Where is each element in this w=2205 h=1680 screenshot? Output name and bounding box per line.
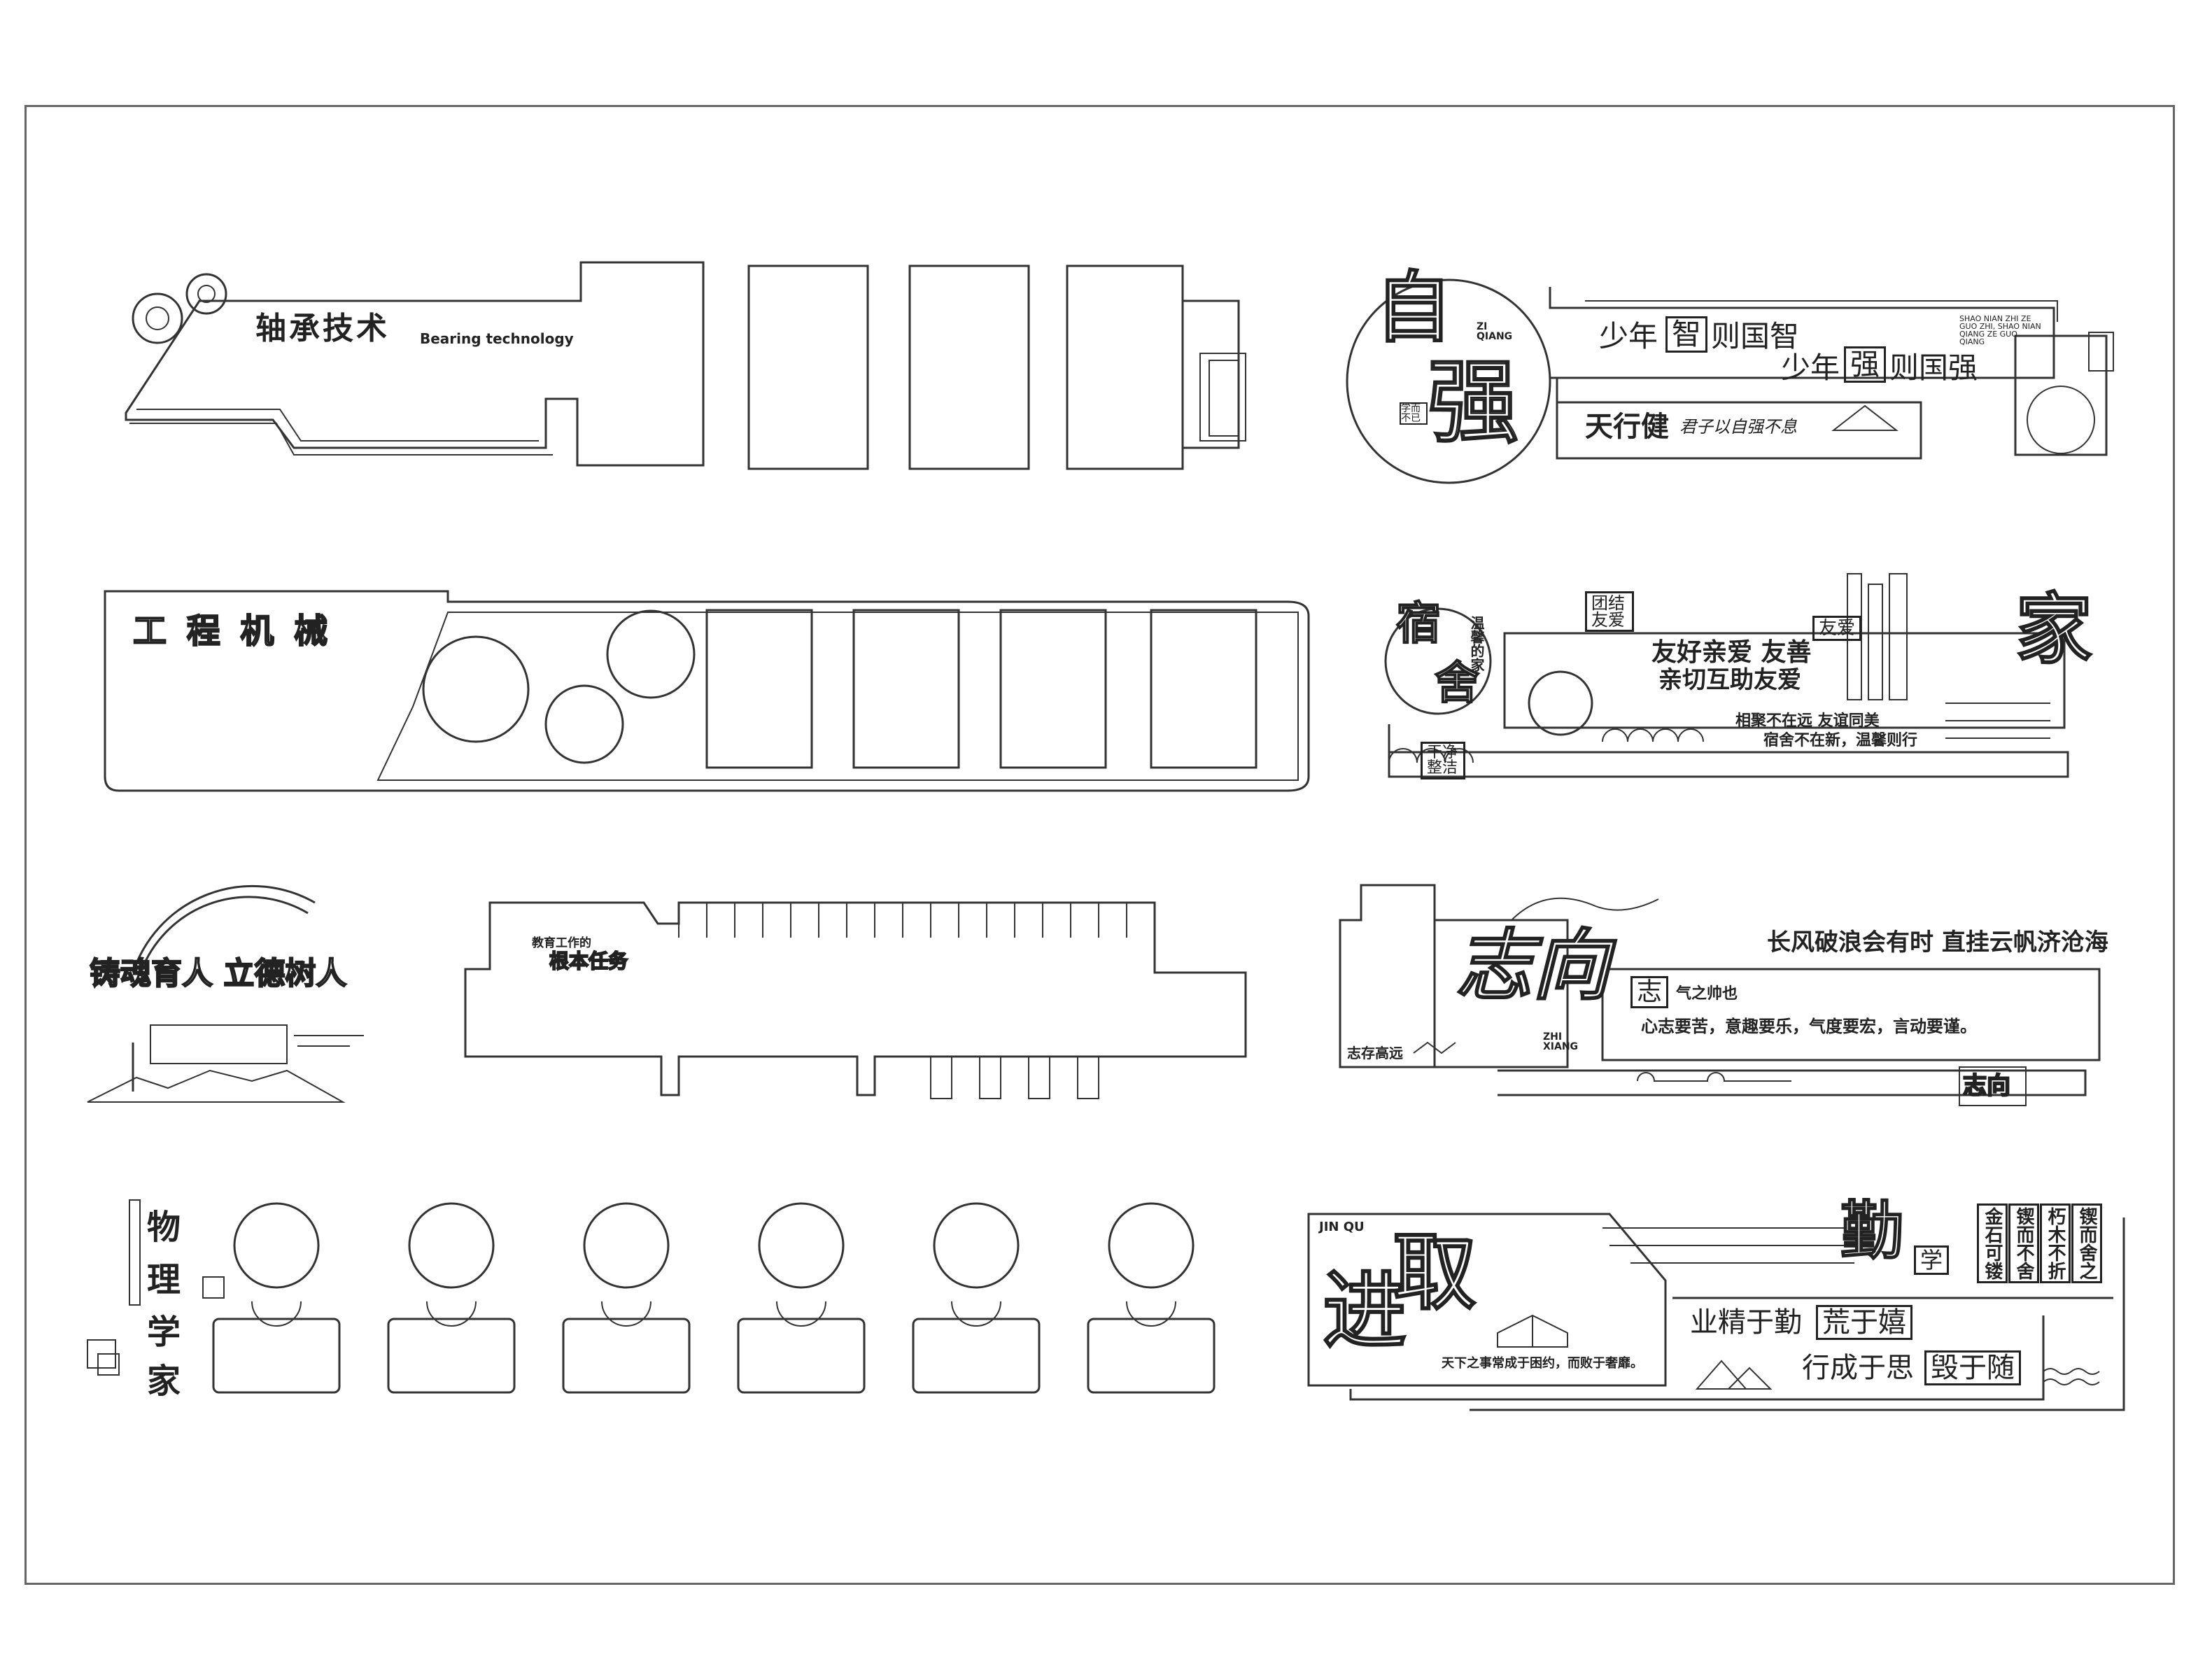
jinqu-idiom-4: 锲而舍之 [2071, 1203, 2102, 1283]
mission-line-1: 教育工作的 [532, 936, 591, 950]
jinqu-xue: 学 [1914, 1245, 1950, 1275]
jinqu-idiom-1: 金石可镂 [1977, 1203, 2008, 1283]
jinqu-idiom-3: 朽木不折 [2040, 1203, 2071, 1283]
zhixiang-boxed-char: 志 [1630, 976, 1669, 1008]
dorm-clean: 干净整洁 [1421, 742, 1465, 779]
mission-line-2: 根本任务 [549, 950, 628, 973]
dorm-tag-1: 团结友爱 [1585, 591, 1634, 632]
jinqu-row-2a: 行成于思 [1802, 1352, 1914, 1384]
ziqiang-pinyin: ZI QIANG [1477, 321, 1513, 342]
ziqiang-banner-2c: 则国强 [1889, 351, 1978, 385]
zhixiang-panel-outline [1339, 884, 2101, 1106]
zhixiang-line-2: 心志要苦，意趣要乐，气度要宏，言动要谨。 [1641, 1017, 1977, 1036]
moral-panel-outline [87, 884, 364, 1103]
drawing-frame [24, 105, 2175, 1585]
dorm-panel-outline [1384, 573, 2069, 778]
jinqu-pinyin: JIN QU [1319, 1220, 1365, 1234]
bearing-title: 轴承技术 [255, 311, 390, 346]
dorm-line-2: 亲切互助友爱 [1658, 666, 1801, 694]
engineering-panel-outline [104, 590, 1310, 792]
dorm-line-1: 友好亲爱 友善 [1651, 638, 1812, 667]
jinqu-quote: 天下之事常成于困约，而败于奢靡。 [1442, 1356, 1643, 1371]
jinqu-panel-outline [1307, 1213, 2125, 1411]
ziqiang-banner-1c: 则国智 [1711, 319, 1800, 353]
jinqu-row-1a: 业精于勤 [1690, 1306, 1802, 1339]
ziqiang-banner-1b: 智 [1665, 316, 1708, 353]
zhixiang-headline: 长风破浪会有时 直挂云帆济沧海 [1767, 929, 2108, 957]
ziqiang-banner-2a: 少年 [1781, 351, 1840, 385]
ziqiang-small-pinyin: SHAO NIAN ZHI ZE GUO ZHI, SHAO NIAN QIAN… [1959, 314, 2041, 346]
bearing-subtitle: Bearing technology [420, 330, 574, 347]
dorm-home-char: 家 [2015, 585, 2093, 675]
ziqiang-banner-2b: 强 [1844, 346, 1887, 383]
ziqiang-seal: 学而不已 [1400, 402, 1428, 425]
dorm-side-label: 温馨的家 [1468, 616, 1485, 672]
ziqiang-char-1: 自 [1374, 263, 1453, 353]
dorm-tag-2: 友爱 [1812, 616, 1861, 641]
mission-panel-outline [464, 901, 1247, 1099]
dorm-line-4: 宿舍不在新，温馨则行 [1763, 732, 1918, 749]
jinqu-idiom-2: 锲而不舍 [2008, 1203, 2039, 1283]
zhixiang-bottom-label: 志存高远 [1347, 1045, 1403, 1061]
jinqu-char-2: 取 [1392, 1224, 1477, 1322]
ziqiang-char-2: 强 [1427, 349, 1519, 456]
moral-title: 铸魂育人 立德树人 [89, 956, 347, 991]
ziqiang-motto: 天行健 [1585, 411, 1669, 443]
physicists-title-char: 物 [147, 1208, 181, 1247]
engineering-title: 工 程 机 械 [132, 612, 332, 651]
zhixiang-pinyin: ZHI XIANG [1543, 1031, 1579, 1052]
physicists-title-char: 家 [147, 1362, 181, 1401]
ziqiang-banner-1a: 少年 [1599, 319, 1658, 353]
zhixiang-big-chars: 志向 [1455, 921, 1610, 1010]
dorm-char-2: 舍 [1434, 658, 1480, 710]
physicists-title-char: 学 [147, 1313, 181, 1352]
jinqu-row-2b: 毁于随 [1924, 1350, 2021, 1385]
zhixiang-end-chars: 志向 [1962, 1072, 2011, 1100]
bearing-panel-outline [125, 261, 1246, 470]
physicists-title-char: 理 [147, 1260, 181, 1299]
ziqiang-motto-script: 君子以自强不息 [1679, 417, 1797, 437]
zhixiang-line-1: 气之帅也 [1676, 985, 1738, 1003]
physicists-panel-outline [87, 1199, 1216, 1394]
jinqu-char-1: 进 [1322, 1263, 1407, 1360]
jinqu-qin: 勤 [1840, 1194, 1904, 1268]
jinqu-row-1b: 荒于嬉 [1816, 1305, 1912, 1340]
dorm-line-3: 相聚不在远 友谊同美 [1735, 712, 1880, 730]
dorm-char-1: 宿 [1395, 598, 1442, 650]
